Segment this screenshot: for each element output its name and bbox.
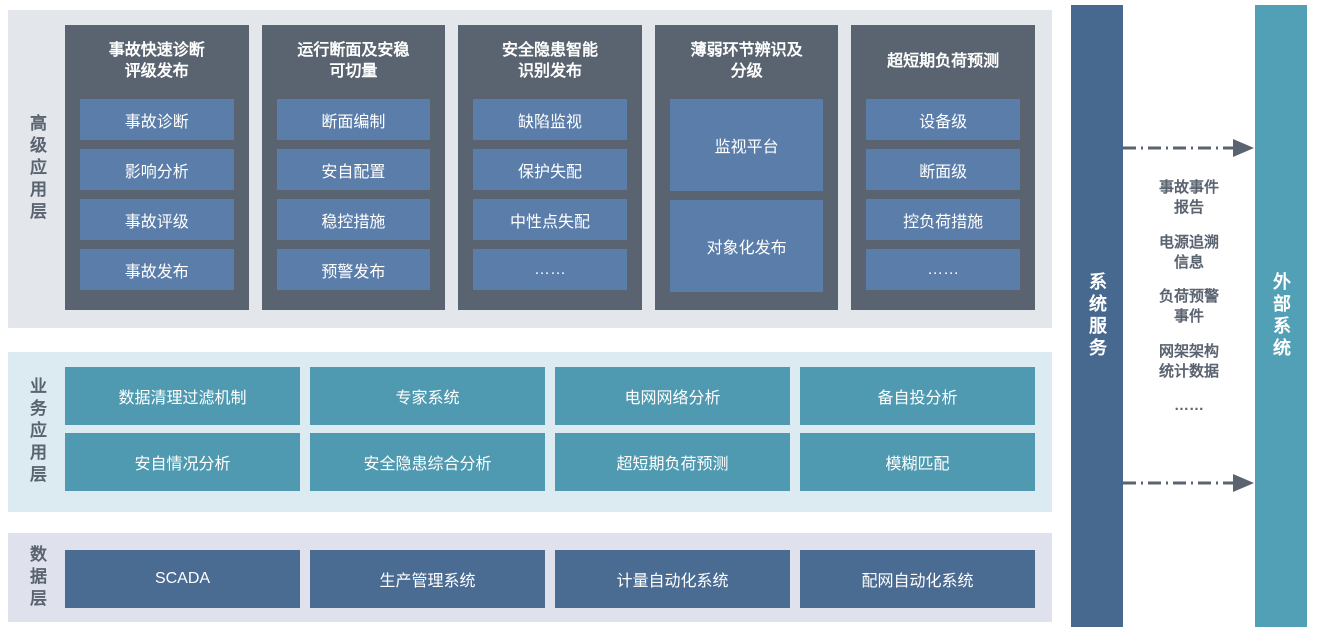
card-item: 事故发布 — [80, 249, 234, 290]
card-item: 设备级 — [866, 99, 1020, 140]
dashed-arrow-bottom — [1123, 474, 1254, 492]
card-item: 监视平台 — [669, 99, 824, 191]
advanced-cards: 事故快速诊断 评级发布 事故诊断 影响分析 事故评级 事故发布 运行断面及安稳 … — [65, 25, 1035, 310]
card-items: 缺陷监视 保护失配 中性点失配 …… — [473, 99, 627, 292]
card-items: 事故诊断 影响分析 事故评级 事故发布 — [80, 99, 234, 292]
exchange-item: 电源追溯信息 — [1158, 233, 1219, 271]
dashed-arrow-top — [1123, 139, 1254, 157]
layer-advanced-application: 高级应用层 事故快速诊断 评级发布 事故诊断 影响分析 事故评级 事故发布 运行… — [8, 10, 1052, 328]
card-items: 监视平台 对象化发布 — [669, 99, 824, 292]
card-item: 控负荷措施 — [866, 199, 1020, 240]
card-title: 薄弱环节辨识及 分级 — [690, 42, 803, 80]
business-block: 超短期负荷预测 — [555, 433, 790, 491]
business-grid: 数据清理过滤机制 专家系统 电网网络分析 备自投分析 安自情况分析 安全隐患综合… — [65, 367, 1035, 491]
card-weak-link: 薄弱环节辨识及 分级 监视平台 对象化发布 — [654, 25, 839, 310]
card-title: 运行断面及安稳 可切量 — [297, 42, 410, 80]
card-item: …… — [866, 249, 1020, 290]
system-service-label: 系统服务 — [1087, 272, 1107, 360]
data-source-block: SCADA — [65, 550, 300, 608]
card-item: 缺陷监视 — [473, 99, 627, 140]
exchange-item-ellipsis: …… — [1174, 397, 1204, 414]
card-item: 事故评级 — [80, 199, 234, 240]
card-title: 安全隐患智能 识别发布 — [501, 42, 598, 80]
card-operation-section: 运行断面及安稳 可切量 断面编制 安自配置 稳控措施 预警发布 — [261, 25, 446, 310]
card-item: 预警发布 — [276, 249, 431, 290]
layer-label-data: 数据层 — [27, 544, 46, 611]
data-grid: SCADA 生产管理系统 计量自动化系统 配网自动化系统 — [65, 550, 1035, 608]
layer-label-business: 业务应用层 — [27, 377, 46, 487]
exchange-item: 负荷预警事件 — [1158, 288, 1219, 326]
card-items: 设备级 断面级 控负荷措施 …… — [866, 99, 1020, 292]
data-row: SCADA 生产管理系统 计量自动化系统 配网自动化系统 — [65, 550, 1035, 608]
data-source-block: 配网自动化系统 — [800, 550, 1035, 608]
exchange-item-list: 事故事件报告 电源追溯信息 负荷预警事件 网架架构统计数据 …… — [1123, 178, 1255, 416]
data-source-block: 生产管理系统 — [310, 550, 545, 608]
business-block: 专家系统 — [310, 367, 545, 425]
card-item: 影响分析 — [80, 149, 234, 190]
business-block: 模糊匹配 — [800, 433, 1035, 491]
card-items: 断面编制 安自配置 稳控措施 预警发布 — [276, 99, 431, 292]
layer-business-application: 业务应用层 数据清理过滤机制 专家系统 电网网络分析 备自投分析 安自情况分析 … — [8, 352, 1052, 512]
business-block: 安全隐患综合分析 — [310, 433, 545, 491]
data-source-block: 计量自动化系统 — [555, 550, 790, 608]
external-system-bar: 外部系统 — [1255, 5, 1307, 627]
system-service-bar: 系统服务 — [1071, 5, 1123, 627]
card-title: 超短期负荷预测 — [887, 52, 1000, 70]
business-block: 数据清理过滤机制 — [65, 367, 300, 425]
business-block: 安自情况分析 — [65, 433, 300, 491]
exchange-item: 事故事件报告 — [1158, 179, 1219, 217]
business-block: 备自投分析 — [800, 367, 1035, 425]
card-item: 保护失配 — [473, 149, 627, 190]
card-item: 对象化发布 — [669, 200, 824, 292]
card-item: 断面级 — [866, 149, 1020, 190]
business-row-1: 数据清理过滤机制 专家系统 电网网络分析 备自投分析 — [65, 367, 1035, 425]
card-hidden-danger: 安全隐患智能 识别发布 缺陷监视 保护失配 中性点失配 …… — [458, 25, 642, 310]
business-block: 电网网络分析 — [555, 367, 790, 425]
card-accident-diagnosis: 事故快速诊断 评级发布 事故诊断 影响分析 事故评级 事故发布 — [65, 25, 249, 310]
card-item: 稳控措施 — [276, 199, 431, 240]
card-item: 事故诊断 — [80, 99, 234, 140]
card-item: 中性点失配 — [473, 199, 627, 240]
card-load-forecast: 超短期负荷预测 设备级 断面级 控负荷措施 …… — [851, 25, 1035, 310]
external-system-label: 外部系统 — [1271, 272, 1291, 360]
business-row-2: 安自情况分析 安全隐患综合分析 超短期负荷预测 模糊匹配 — [65, 433, 1035, 491]
exchange-item: 网架架构统计数据 — [1158, 342, 1219, 380]
layer-label-advanced: 高级应用层 — [27, 114, 46, 224]
card-item: 断面编制 — [276, 99, 431, 140]
card-item: …… — [473, 249, 627, 290]
card-title: 事故快速诊断 评级发布 — [108, 42, 205, 80]
layer-data: 数据层 SCADA 生产管理系统 计量自动化系统 配网自动化系统 — [8, 533, 1052, 622]
card-item: 安自配置 — [276, 149, 431, 190]
